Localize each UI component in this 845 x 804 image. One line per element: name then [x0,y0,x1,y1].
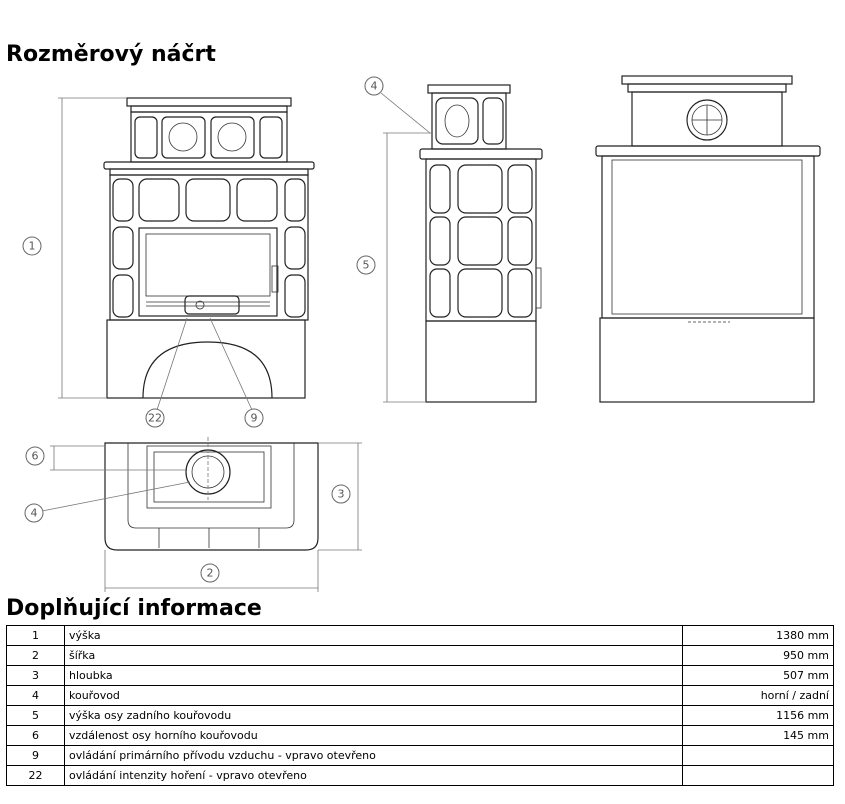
row-number: 9 [6,745,65,766]
top-view [50,437,362,592]
svg-text:5: 5 [363,259,370,272]
back-view [595,75,821,403]
row-label: výška [64,625,683,646]
svg-text:6: 6 [32,450,39,463]
callout-4-top: 4 [24,503,44,523]
svg-text:1: 1 [29,240,36,253]
dimension-sketch: 1 22 9 4 5 [22,75,821,592]
row-number: 1 [6,625,65,646]
callout-4-side: 4 [364,76,384,96]
row-label: ovládání primárního přívodu vzduchu - vp… [64,745,683,766]
row-number: 3 [6,665,65,686]
row-number: 6 [6,725,65,746]
svg-text:2: 2 [207,567,214,580]
callout-2: 2 [200,563,220,583]
row-number: 22 [6,765,65,786]
callout-5: 5 [356,255,376,275]
row-value [681,765,835,786]
sketch-heading: Rozměrový náčrt [6,42,216,67]
row-label: šířka [64,645,683,666]
callout-3: 3 [331,484,351,504]
svg-text:22: 22 [148,412,162,425]
row-label: ovládání intenzity hoření - vpravo otevř… [64,765,683,786]
svg-text:9: 9 [251,412,258,425]
front-view [58,97,315,399]
row-value: 950 mm [681,645,835,666]
callout-6: 6 [25,446,45,466]
svg-text:4: 4 [31,507,38,520]
callout-1: 1 [22,236,42,256]
callout-9: 9 [244,408,264,428]
row-label: vzdálenost osy horního kouřovodu [64,725,683,746]
info-heading: Doplňující informace [6,596,262,621]
row-label: výška osy zadního kouřovodu [64,705,683,726]
svg-text:3: 3 [338,488,345,501]
row-value: 1156 mm [681,705,835,726]
row-value: 145 mm [681,725,835,746]
row-number: 5 [6,705,65,726]
side-view [383,84,543,403]
row-value: horní / zadní [681,685,835,706]
svg-text:4: 4 [371,80,378,93]
row-value: 507 mm [681,665,835,686]
row-value: 1380 mm [681,625,835,646]
row-number: 4 [6,685,65,706]
row-label: kouřovod [64,685,683,706]
row-value [681,745,835,766]
callout-22: 22 [145,408,165,428]
row-number: 2 [6,645,65,666]
row-label: hloubka [64,665,683,686]
